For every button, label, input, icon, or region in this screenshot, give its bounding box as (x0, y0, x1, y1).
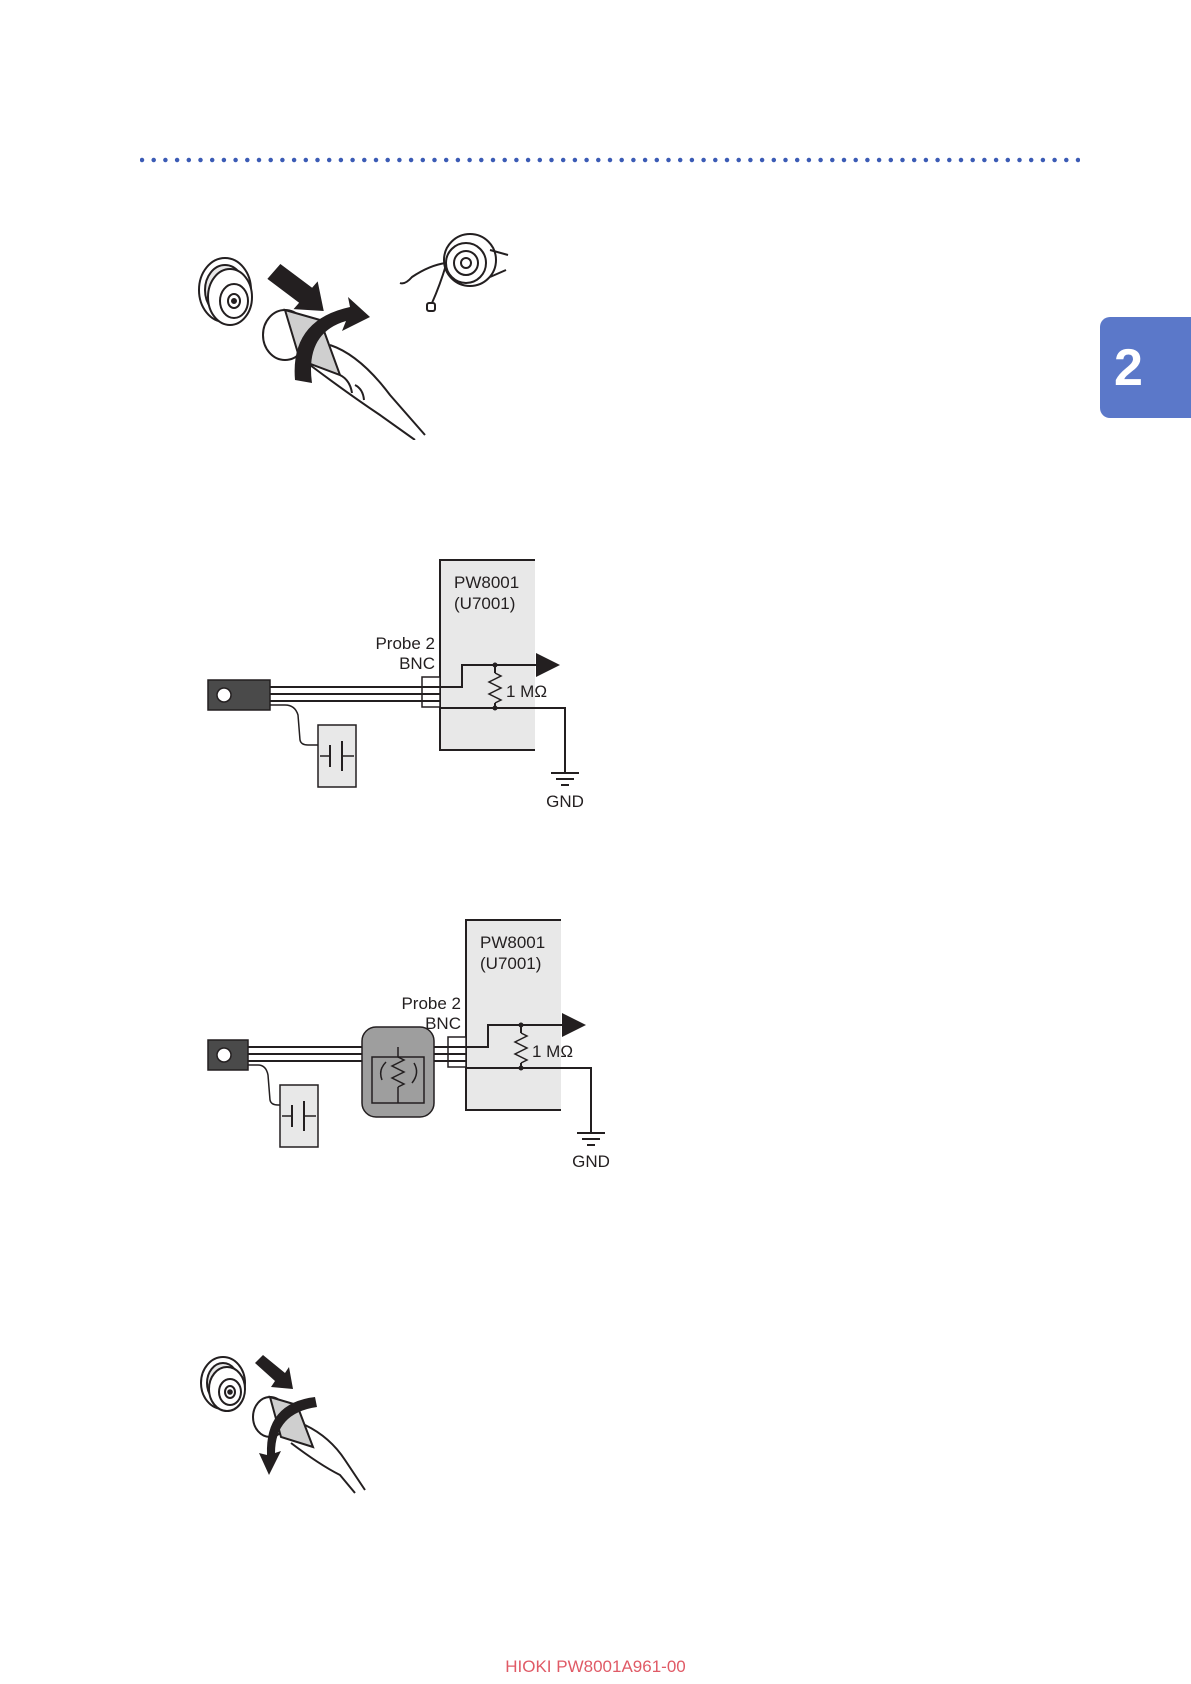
ground-icon (577, 1133, 605, 1145)
circuit-diagram-2: PW8001 (U7001) Probe 2 BNC 1 MΩ GND (200, 915, 640, 1175)
header-dotted-rule (140, 156, 1080, 164)
ground-label: GND (572, 1152, 610, 1171)
circuit-diagram-1: PW8001 (U7001) Probe 2 BNC 1 MΩ GND (200, 555, 620, 815)
output-arrow-icon (536, 653, 560, 677)
push-arrow-icon (255, 1355, 293, 1389)
device-name: PW8001 (480, 933, 545, 952)
device-model: (U7001) (454, 594, 515, 613)
bnc-connector-icon (201, 1357, 245, 1411)
probe-label: Probe 2 (375, 634, 435, 653)
figure-remove-cap (190, 225, 540, 440)
device-name: PW8001 (454, 573, 519, 592)
document-footer: HIOKI PW8001A961-00 (0, 1657, 1191, 1677)
ground-icon (551, 773, 579, 785)
probe-label: Probe 2 (401, 994, 461, 1013)
chapter-tab[interactable]: 2 (1100, 317, 1191, 418)
bnc-label: BNC (399, 654, 435, 673)
device-model: (U7001) (480, 954, 541, 973)
output-arrow-icon (562, 1013, 586, 1037)
pull-arrow-icon (266, 261, 323, 315)
dust-cap-icon (400, 234, 508, 311)
figure-attach-cap (195, 1345, 395, 1495)
bnc-label: BNC (425, 1014, 461, 1033)
ground-label: GND (546, 792, 584, 811)
adjustment-module (362, 1027, 434, 1117)
chapter-number: 2 (1114, 338, 1143, 398)
resistor-value: 1 MΩ (532, 1042, 573, 1061)
resistor-value: 1 MΩ (506, 682, 547, 701)
bnc-connector-icon (199, 258, 252, 325)
